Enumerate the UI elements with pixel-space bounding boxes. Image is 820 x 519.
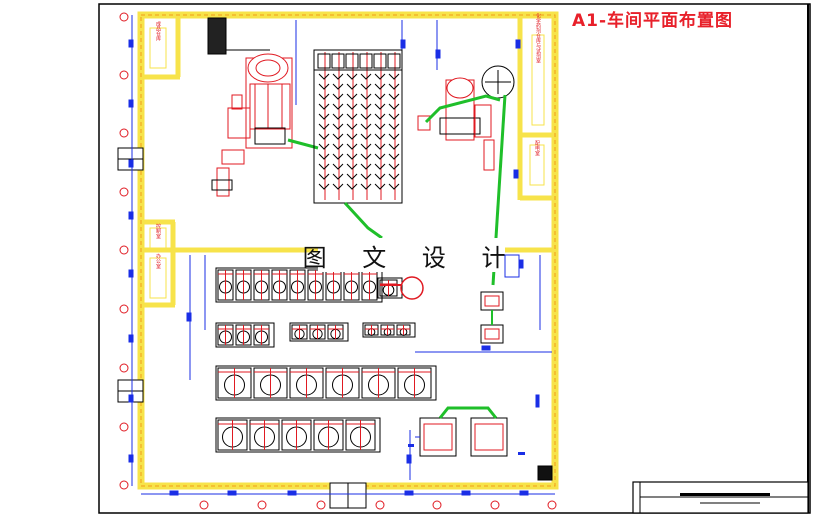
green-conveyor-1 [287, 138, 319, 150]
equipment-right-units [480, 254, 553, 481]
drawing-frame [98, 3, 811, 514]
green-conveyor-2 [343, 201, 383, 240]
grid-axis-left [119, 12, 129, 490]
grid-axis-bottom [199, 500, 557, 510]
watermark-text: 图 文 设 计 [303, 238, 505, 272]
room-label-left-mid-room-lower: 办公室 [155, 253, 161, 269]
production-lines [215, 267, 437, 453]
equipment-lower-right [408, 406, 525, 457]
central-equipment-rack [313, 49, 403, 204]
title-block [632, 481, 809, 514]
room-label-top-left-room: 成品仓库 [155, 20, 161, 42]
room-label-left-mid-room-upper: 控制室 [155, 223, 161, 239]
equipment-upper-left [207, 17, 293, 197]
dimension-lines [128, 15, 555, 496]
turntable [400, 276, 424, 300]
equipment-upper-right [417, 65, 515, 171]
interior-walls [144, 18, 552, 308]
room-label-top-right-room: 化学药剂仓库与试剂室 [535, 12, 541, 63]
room-label-right-small-room: 配电室 [534, 141, 540, 156]
door-openings [117, 147, 367, 509]
drawing-title: A1-车间平面布置图 [572, 11, 734, 31]
